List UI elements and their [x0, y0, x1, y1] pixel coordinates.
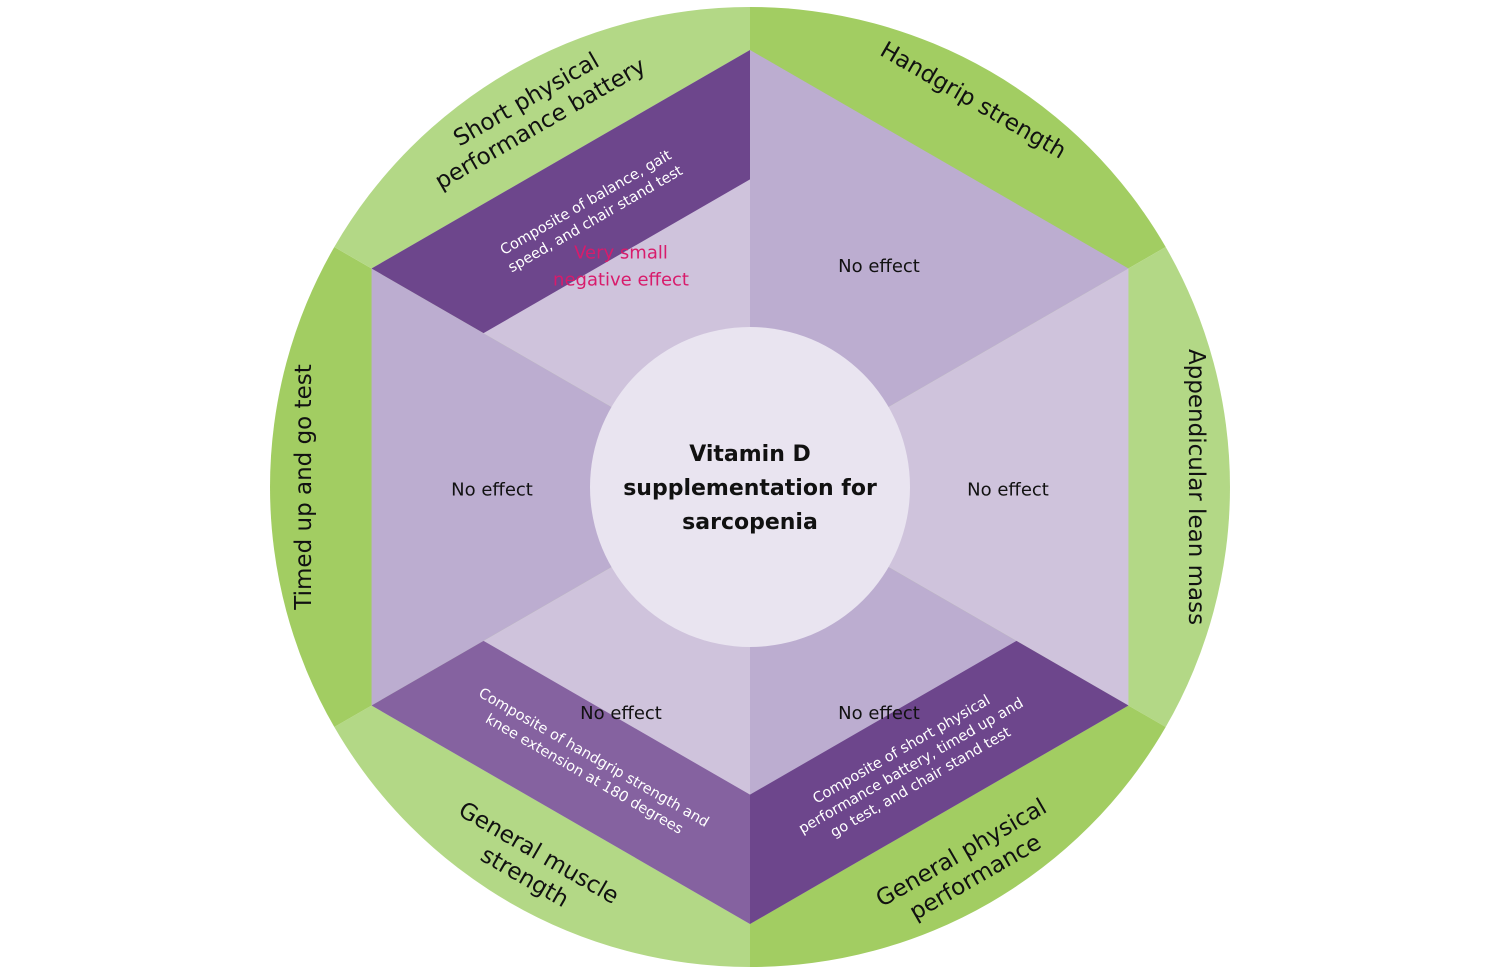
- inner-sector-appendicular: [750, 268, 1129, 706]
- effect-label-timed-up: No effect: [451, 480, 533, 501]
- effect-label-sppb: Very small negative effect: [553, 243, 689, 291]
- center-hub: Vitamin D supplementation for sarcopenia: [590, 327, 910, 647]
- outcome-label-timed-up-line: Timed up and go test: [291, 364, 317, 610]
- outcome-label-appendicular-line: Appendicular lean mass: [1183, 349, 1209, 625]
- effect-label-general-muscle: No effect: [580, 703, 662, 724]
- effect-label-handgrip-line: No effect: [838, 256, 920, 277]
- center-title-line: sarcopenia: [682, 510, 818, 535]
- band-general-physical: [750, 640, 1129, 924]
- center-circle: [590, 327, 910, 647]
- band-general-muscle: [371, 640, 750, 924]
- effect-label-handgrip: No effect: [838, 256, 920, 277]
- effect-label-sppb-line: Very small: [574, 243, 668, 264]
- band-sppb: [371, 50, 750, 334]
- inner-sector-timed-up: [371, 268, 750, 706]
- effect-label-general-physical-line: No effect: [838, 703, 920, 724]
- center-title: Vitamin D supplementation for sarcopenia: [623, 442, 877, 535]
- composite-bands: [371, 50, 1129, 924]
- effect-label-general-muscle-line: No effect: [580, 703, 662, 724]
- center-title-line: supplementation for: [623, 476, 877, 501]
- effect-label-appendicular-line: No effect: [967, 480, 1049, 501]
- effect-label-appendicular: No effect: [967, 480, 1049, 501]
- outcome-label-appendicular: Appendicular lean mass: [1183, 349, 1209, 625]
- center-title-line: Vitamin D: [689, 442, 811, 467]
- effect-label-general-physical: No effect: [838, 703, 920, 724]
- outcome-label-timed-up: Timed up and go test: [291, 364, 317, 610]
- effect-label-sppb-line: negative effect: [553, 270, 689, 291]
- effect-label-timed-up-line: No effect: [451, 480, 533, 501]
